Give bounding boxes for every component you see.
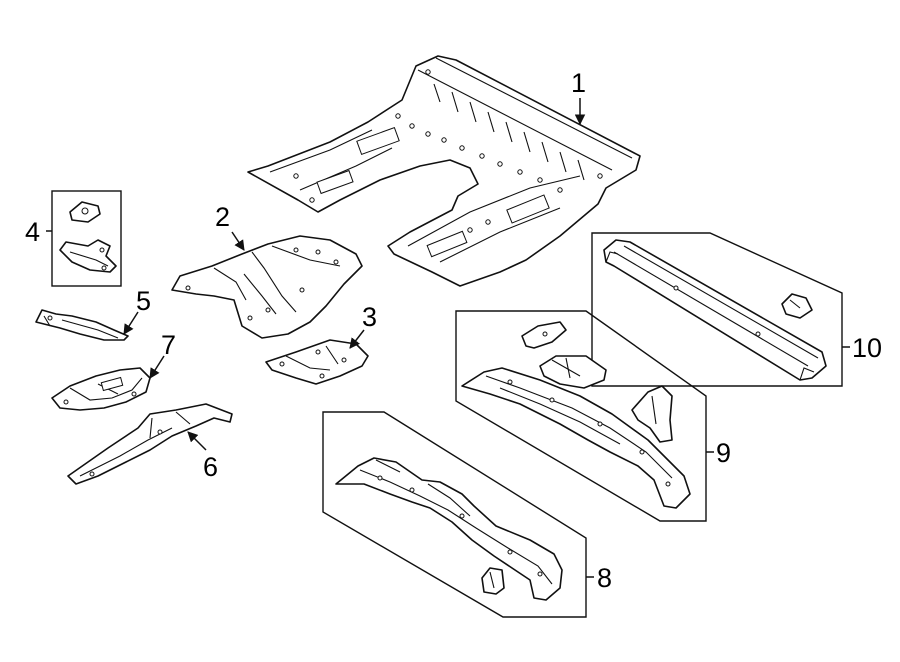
leader-7 (149, 355, 165, 379)
leader-5 (123, 311, 139, 335)
leader-6 (187, 431, 207, 451)
callout-5: 5 (136, 286, 151, 316)
part-1-floor-pan (247, 55, 641, 287)
callout-leaders (46, 98, 850, 578)
leader-2 (231, 231, 245, 251)
leader-3 (349, 329, 365, 349)
part-9-crossmember (461, 367, 691, 509)
callout-6: 6 (203, 452, 218, 482)
part-6-rail (67, 403, 233, 485)
callout-9: 9 (716, 438, 731, 468)
part-8-crossmember (335, 457, 563, 601)
callout-labels: 1 2 3 4 5 6 7 8 9 10 (25, 68, 882, 593)
callout-7: 7 (161, 330, 176, 360)
part-5-reinforcement (35, 309, 129, 341)
callout-10: 10 (852, 333, 882, 363)
callout-2: 2 (215, 202, 230, 232)
part-9-group (455, 310, 707, 522)
callout-8: 8 (597, 563, 612, 593)
part-8-block (481, 567, 505, 595)
part-1-holes (293, 69, 603, 233)
part-10-rail (603, 239, 827, 381)
part-1-ribs (433, 83, 585, 181)
callout-3: 3 (362, 302, 377, 332)
callout-1: 1 (571, 68, 586, 98)
part-7-bracket (51, 367, 151, 411)
part-4-bracket-kit (51, 190, 122, 287)
part-10-group (591, 232, 843, 387)
part-8-group (322, 411, 587, 618)
part-4-box (51, 190, 122, 287)
callout-4: 4 (25, 217, 40, 247)
part-9-bracket-c (631, 385, 673, 443)
part-8-box (322, 411, 587, 618)
part-9-box (455, 310, 707, 522)
part-3-plate (265, 339, 369, 385)
part-2-front-floor-section (171, 235, 363, 339)
part-4-bracket (59, 239, 117, 273)
